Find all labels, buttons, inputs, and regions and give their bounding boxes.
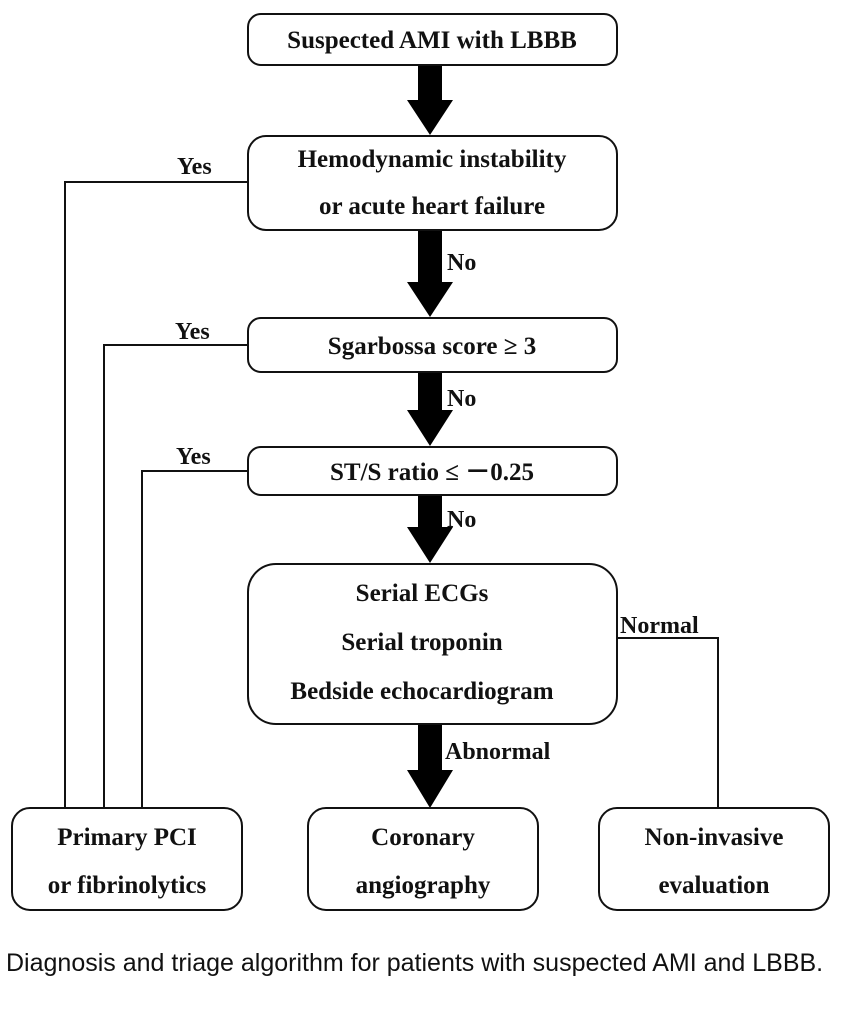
edge-label-st-s-no: No	[447, 507, 476, 533]
edge-label-serial-abnormal: Abnormal	[445, 739, 551, 765]
node-serial-line-3: Bedside echocardiogram	[290, 678, 553, 705]
arrow-hemodynamic-to-sgarbossa	[407, 230, 453, 317]
node-coronary-line-1: Coronary	[371, 824, 475, 851]
node-start: Suspected AMI with LBBB	[247, 13, 618, 66]
node-st-s-ratio: ST/S ratio ≤ －0.25	[247, 446, 618, 496]
node-hemodynamic-line-2: or acute heart failure	[319, 193, 545, 220]
connector-hemodynamic-yes	[64, 181, 248, 808]
arrow-sgarbossa-to-st-s	[407, 372, 453, 446]
edge-label-st-s-yes: Yes	[176, 444, 211, 470]
edge-label-hemodynamic-yes: Yes	[177, 154, 212, 180]
edge-label-serial-normal: Normal	[620, 613, 699, 639]
edge-label-hemodynamic-no: No	[447, 250, 476, 276]
node-noninvasive-line-1: Non-invasive	[645, 824, 784, 851]
arrow-serial-to-coronary	[407, 724, 453, 808]
node-st-s-ratio-line-1: ST/S ratio ≤ －0.25	[330, 459, 534, 486]
arrow-start-to-hemodynamic	[407, 65, 453, 135]
connector-serial-normal	[617, 637, 719, 808]
node-coronary-line-2: angiography	[356, 872, 491, 899]
node-primary-pci-line-1: Primary PCI	[57, 824, 197, 851]
figure-caption: Diagnosis and triage algorithm for patie…	[6, 949, 824, 977]
node-primary-pci: Primary PCI or fibrinolytics	[11, 807, 243, 911]
node-noninvasive: Non-invasive evaluation	[598, 807, 830, 911]
node-serial: Serial ECGs Serial troponin Bedside echo…	[247, 563, 618, 725]
node-sgarbossa: Sgarbossa score ≥ 3	[247, 317, 618, 373]
connector-st-s-yes	[141, 470, 248, 808]
node-hemodynamic-line-1: Hemodynamic instability	[298, 146, 567, 173]
node-noninvasive-line-2: evaluation	[658, 872, 769, 899]
node-serial-line-2: Serial troponin	[341, 629, 502, 656]
triage-flowchart: Suspected AMI with LBBB Hemodynamic inst…	[11, 13, 830, 911]
arrow-st-s-to-serial	[407, 495, 453, 563]
edge-label-sgarbossa-no: No	[447, 386, 476, 412]
node-primary-pci-line-2: or fibrinolytics	[48, 872, 207, 899]
node-hemodynamic: Hemodynamic instability or acute heart f…	[247, 135, 618, 231]
node-sgarbossa-line-1: Sgarbossa score ≥ 3	[328, 333, 536, 360]
connector-sgarbossa-yes	[103, 344, 248, 808]
node-start-line-1: Suspected AMI with LBBB	[287, 27, 577, 54]
node-serial-line-1: Serial ECGs	[356, 580, 489, 607]
edge-label-sgarbossa-yes: Yes	[175, 319, 210, 345]
node-coronary: Coronary angiography	[307, 807, 539, 911]
